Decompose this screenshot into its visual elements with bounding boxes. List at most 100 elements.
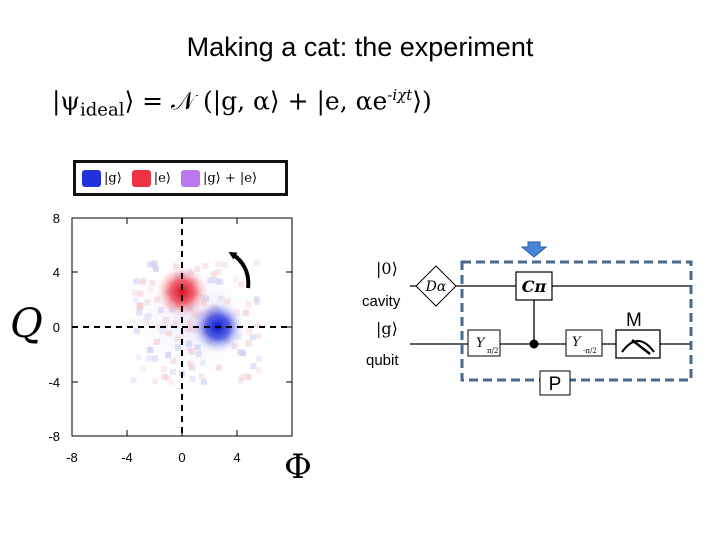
noise-pixel <box>237 378 244 385</box>
qubit-ket: |g⟩ <box>376 319 398 338</box>
measurement-label: M <box>626 310 642 331</box>
x-tick-0: 0 <box>178 450 185 465</box>
noise-pixel <box>215 260 222 267</box>
noise-pixel <box>199 359 206 366</box>
phi-axis-label: Φ <box>284 447 312 487</box>
noise-pixel <box>245 301 252 308</box>
y-tick-0: 0 <box>53 320 60 335</box>
noise-pixel <box>144 299 151 306</box>
noise-pixel <box>131 289 138 296</box>
wigner-legend: |g⟩ |e⟩ |g⟩ + |e⟩ <box>73 160 288 196</box>
legend-item-excited: |e⟩ <box>131 169 171 187</box>
legend-swatch-excited <box>131 169 151 187</box>
noise-pixel <box>224 298 231 305</box>
x-tick-neg8: -8 <box>66 450 78 465</box>
noise-pixel <box>132 297 139 304</box>
noise-pixel <box>253 260 260 267</box>
noise-pixel <box>161 366 167 373</box>
noise-pixel <box>255 355 262 362</box>
noise-pixel <box>149 280 156 287</box>
noise-pixel <box>238 349 245 356</box>
noise-pixel <box>253 296 260 303</box>
rotation-arrow <box>228 251 251 289</box>
noise-pixel <box>210 271 217 278</box>
noise-pixel <box>245 340 252 347</box>
conditional-phase-gate-label: Cπ <box>522 277 547 296</box>
noise-pixel <box>187 360 193 367</box>
noise-pixel <box>189 364 196 371</box>
noise-pixel <box>217 279 224 285</box>
ideal-state-equation: |ψideal⟩ = 𝒩 (|g, α⟩ + |e, αe-iχt⟩) <box>52 86 432 120</box>
legend-item-superposition: |g⟩ + |e⟩ <box>180 169 258 187</box>
noise-pixel <box>184 326 191 332</box>
noise-pixel <box>163 316 169 323</box>
noise-pixel <box>130 377 137 384</box>
noise-pixel <box>221 261 228 268</box>
p-label-box <box>539 370 571 396</box>
equation-close: ⟩) <box>412 86 432 116</box>
noise-pixel <box>215 364 222 371</box>
noise-pixel <box>255 333 261 340</box>
meter-arc-icon <box>621 340 655 353</box>
protocol-dashed-box <box>460 260 693 382</box>
noise-pixel <box>194 266 201 273</box>
pre-pulse-subscript: π/2 <box>487 347 498 355</box>
noise-pixel <box>200 378 207 385</box>
noise-pixel <box>156 323 162 330</box>
noise-pixel <box>158 307 164 314</box>
noise-pixel <box>245 373 252 380</box>
noise-pixel <box>165 330 172 337</box>
noise-pixel <box>174 335 181 342</box>
noise-pixel <box>254 321 261 328</box>
noise-pixel <box>174 344 181 351</box>
noise-pixel <box>242 309 249 316</box>
noise-pixel <box>161 373 168 380</box>
x-tick-4: 4 <box>233 450 240 465</box>
post-pulse-subscript: -π/2 <box>583 347 597 355</box>
equation-lhs-subscript: ideal <box>80 99 125 121</box>
noise-pixel <box>133 278 140 285</box>
noise-pixel <box>172 321 179 328</box>
noise-pixel <box>191 312 197 319</box>
noise-pixel <box>187 320 194 327</box>
noise-pixel <box>152 355 159 362</box>
noise-pixel <box>147 261 154 268</box>
post-pulse-gate <box>565 329 603 357</box>
noise-pixel <box>169 368 176 375</box>
noise-pixel <box>159 327 166 334</box>
y-tick-4: 4 <box>53 265 60 280</box>
noise-pixel <box>246 328 253 335</box>
noise-pixel <box>146 355 153 362</box>
slide-title: Making a cat: the experiment <box>186 32 534 62</box>
noise-pixel <box>249 334 256 341</box>
legend-label-superposition: |g⟩ + |e⟩ <box>202 170 258 186</box>
noise-pixel <box>153 338 160 345</box>
noise-pixel <box>152 266 159 272</box>
noise-pixel <box>147 286 154 293</box>
equation-body: ⟩ = 𝒩 (|g, α⟩ + |e, αe <box>124 86 388 116</box>
noise-pixel <box>140 365 146 372</box>
p-label: P <box>549 374 562 395</box>
noise-pixel <box>212 277 219 284</box>
noise-pixel <box>185 344 192 351</box>
y-tick-neg8: -8 <box>48 429 60 444</box>
legend-label-ground: |g⟩ <box>104 170 122 186</box>
legend-item-ground: |g⟩ <box>82 169 122 187</box>
control-dot <box>529 339 539 349</box>
noise-pixel <box>136 302 143 309</box>
post-pulse-label: Y <box>572 335 582 350</box>
noise-pixel <box>207 277 214 284</box>
noise-pixel <box>152 378 159 385</box>
noise-pixel <box>154 296 161 303</box>
y-tick-8: 8 <box>53 211 60 226</box>
legend-swatch-superposition <box>180 169 200 187</box>
legend-swatch-ground <box>82 169 101 187</box>
displacement-gate-label: Dα <box>425 279 447 295</box>
q-axis-label: Q <box>10 301 43 347</box>
noise-pixel <box>239 374 246 381</box>
noise-pixel <box>211 270 218 277</box>
noise-pixel <box>143 314 150 321</box>
noise-pixel <box>151 264 158 271</box>
noise-pixel <box>161 322 168 329</box>
noise-pixel <box>168 379 175 386</box>
